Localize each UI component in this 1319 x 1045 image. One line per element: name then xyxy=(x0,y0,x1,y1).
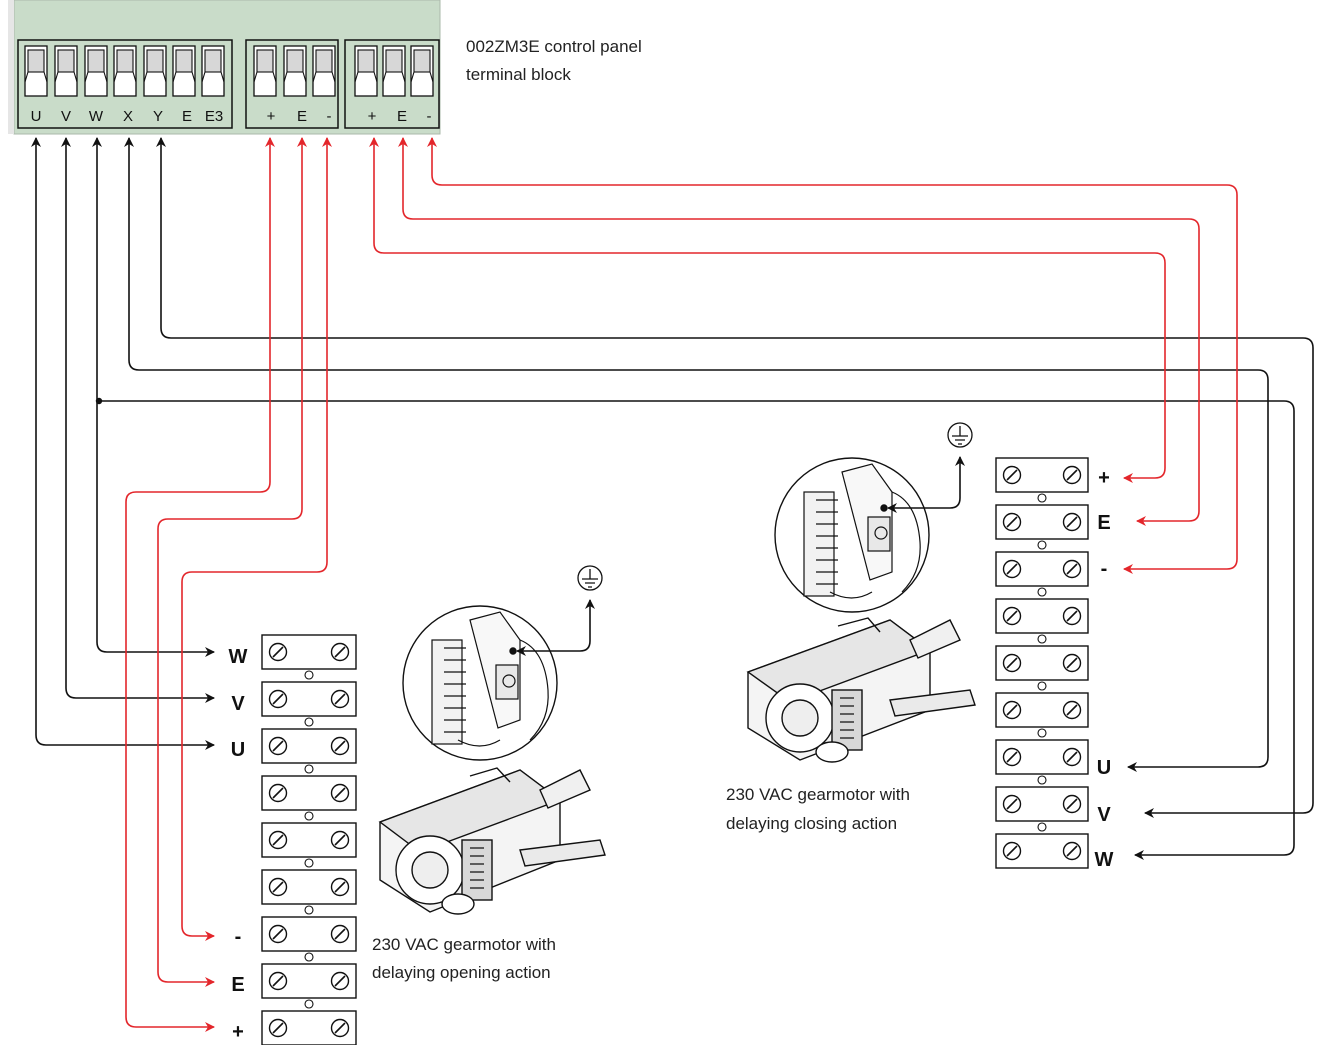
encoder-wires xyxy=(125,137,1238,1032)
wire-w-to-motor1-w xyxy=(92,137,215,657)
motor2-label-plus: + xyxy=(1098,467,1110,489)
wire-w-to-motor2-w xyxy=(99,400,1295,860)
motor1-caption-line1: 230 VAC gearmotor with xyxy=(372,935,556,954)
motor2-terminal-7 xyxy=(995,739,1089,785)
panel-terminal-slot xyxy=(172,45,196,97)
motor1-terminal-3 xyxy=(261,728,357,774)
pin-label-plus-2: + xyxy=(368,108,377,125)
motor1-terminal-2 xyxy=(261,681,357,727)
motor1-label-w: W xyxy=(229,646,248,668)
panel-title-line1: 002ZM3E control panel xyxy=(466,37,642,56)
panel-terminal-slot xyxy=(84,45,108,97)
pin-label-w: W xyxy=(89,108,104,125)
panel-title-line2: terminal block xyxy=(466,65,571,84)
control-panel-board xyxy=(8,0,441,135)
motor1-terminal-7 xyxy=(261,916,357,962)
panel-terminal-slot xyxy=(283,45,307,97)
pin-label-plus-1: + xyxy=(267,108,276,125)
motor2-caption-line2: delaying closing action xyxy=(726,814,897,833)
pin-label-minus-2: - xyxy=(427,108,432,125)
motor2-ground-wire xyxy=(887,456,965,513)
motor2-terminal-5 xyxy=(995,645,1089,691)
panel-terminal-slot xyxy=(253,45,277,97)
pin-label-u: U xyxy=(31,108,42,125)
motor2-terminal-1 xyxy=(995,457,1089,503)
pin-label-v: V xyxy=(61,108,71,125)
power-wires xyxy=(31,137,1314,860)
pin-label-e-1: E xyxy=(297,108,307,125)
motor2-label-u: U xyxy=(1097,757,1111,779)
panel-pin-labels: U V W X Y E E3 + E - + E - xyxy=(31,108,432,125)
wire-enc1-minus xyxy=(181,137,332,941)
earth-ground-icon xyxy=(577,565,603,591)
motor1-terminal-9 xyxy=(261,1010,357,1045)
wire-enc2-plus xyxy=(369,137,1166,483)
pin-label-e: E xyxy=(182,108,192,125)
panel-terminal-slot xyxy=(410,45,434,97)
wire-v-to-motor1-v xyxy=(61,137,215,703)
motor2-terminal-labels: + E - U V W xyxy=(1095,467,1114,871)
panel-terminal-slot xyxy=(54,45,78,97)
panel-terminal-slot xyxy=(382,45,406,97)
wire-y-to-motor2-v xyxy=(156,137,1314,818)
wire-enc2-e xyxy=(398,137,1200,526)
gearmotor-opening-illustration xyxy=(378,605,606,915)
motor1-caption-line2: delaying opening action xyxy=(372,963,551,982)
motor2-terminal-9 xyxy=(995,833,1089,869)
motor1-terminal-5 xyxy=(261,822,357,868)
pin-label-minus-1: - xyxy=(327,108,332,125)
panel-terminal-slot xyxy=(24,45,48,97)
motor1-label-minus: - xyxy=(235,926,242,948)
motor2-terminal-2 xyxy=(995,504,1089,550)
motor1-terminal-labels: W V U - E + xyxy=(229,646,248,1043)
motor1-terminal-strip xyxy=(261,634,357,1045)
wire-x-to-motor2-u xyxy=(124,137,1269,772)
motor1-label-e: E xyxy=(231,974,244,996)
motor1-ground-wire xyxy=(516,599,595,656)
motor2-caption-line1: 230 VAC gearmotor with xyxy=(726,785,910,804)
motor2-terminal-6 xyxy=(995,692,1089,738)
pin-label-e3: E3 xyxy=(205,108,223,125)
motor1-terminal-8 xyxy=(261,963,357,1009)
earth-ground-icon xyxy=(947,422,973,448)
motor2-label-e: E xyxy=(1097,512,1110,534)
motor1-label-plus: + xyxy=(232,1021,244,1043)
panel-terminal-slot xyxy=(354,45,378,97)
motor1-label-v: V xyxy=(231,693,245,715)
pin-label-y: Y xyxy=(153,108,163,125)
motor1-terminal-4 xyxy=(261,775,357,821)
motor2-label-v: V xyxy=(1097,804,1111,826)
motor2-terminal-8 xyxy=(995,786,1089,832)
motor2-terminal-3 xyxy=(995,551,1089,597)
motor2-label-w: W xyxy=(1095,849,1114,871)
pin-label-x: X xyxy=(123,108,133,125)
wire-u-to-motor1-u xyxy=(31,137,215,750)
motor1-terminal-1 xyxy=(261,634,357,680)
motor1-terminal-6 xyxy=(261,869,357,915)
motor1-label-u: U xyxy=(231,739,245,761)
wire-enc1-plus xyxy=(125,137,275,1032)
panel-terminal-slot xyxy=(143,45,167,97)
wire-enc2-minus xyxy=(427,137,1238,574)
motor2-terminal-4 xyxy=(995,598,1089,644)
panel-terminal-slot xyxy=(312,45,336,97)
pin-label-e-2: E xyxy=(397,108,407,125)
panel-terminal-slot xyxy=(201,45,225,97)
motor2-terminal-strip xyxy=(995,457,1089,869)
panel-terminal-slot xyxy=(113,45,137,97)
motor2-label-minus: - xyxy=(1101,558,1108,580)
gearmotor-closing-illustration xyxy=(746,457,976,763)
